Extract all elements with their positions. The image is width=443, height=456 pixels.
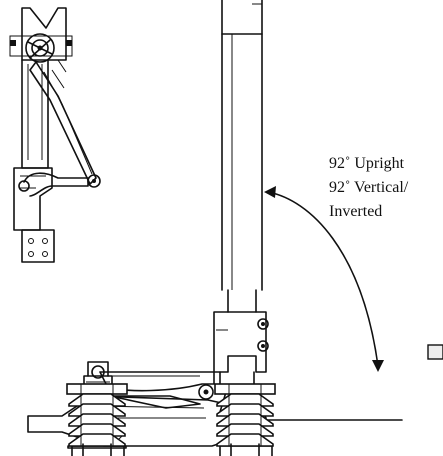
right-insulator-body-shed (216, 403, 274, 417)
left-insulator-body-shed (68, 413, 126, 427)
right-insulator-body-core (230, 443, 260, 456)
right-insulator-neck (228, 384, 262, 446)
right-insulator-body (214, 383, 276, 456)
left-insulator-neck (80, 384, 114, 446)
rotation-arc (264, 186, 384, 372)
left-insulator-body-shed (68, 393, 126, 407)
angle-label-upright: 92˚ Upright (329, 155, 405, 172)
right-insulator-body-shed (216, 423, 274, 437)
left-insulator-body-shed (68, 403, 126, 417)
right-insulator-body-shed (216, 413, 274, 427)
left-insulator-body-shed (68, 433, 126, 447)
cropped-label-box (427, 344, 443, 360)
left-insulator-body-shed (68, 423, 126, 437)
right-insulator-body-shed (216, 433, 274, 447)
left-insulator-body-core (82, 443, 112, 456)
angle-label-inverted: Inverted (329, 203, 383, 220)
right-insulator-body-shed (216, 393, 274, 407)
left-insulator-body (66, 383, 128, 456)
hinge-linkage-detail (9, 7, 101, 263)
angle-label-vertical: 92˚ Vertical/ (329, 179, 409, 196)
